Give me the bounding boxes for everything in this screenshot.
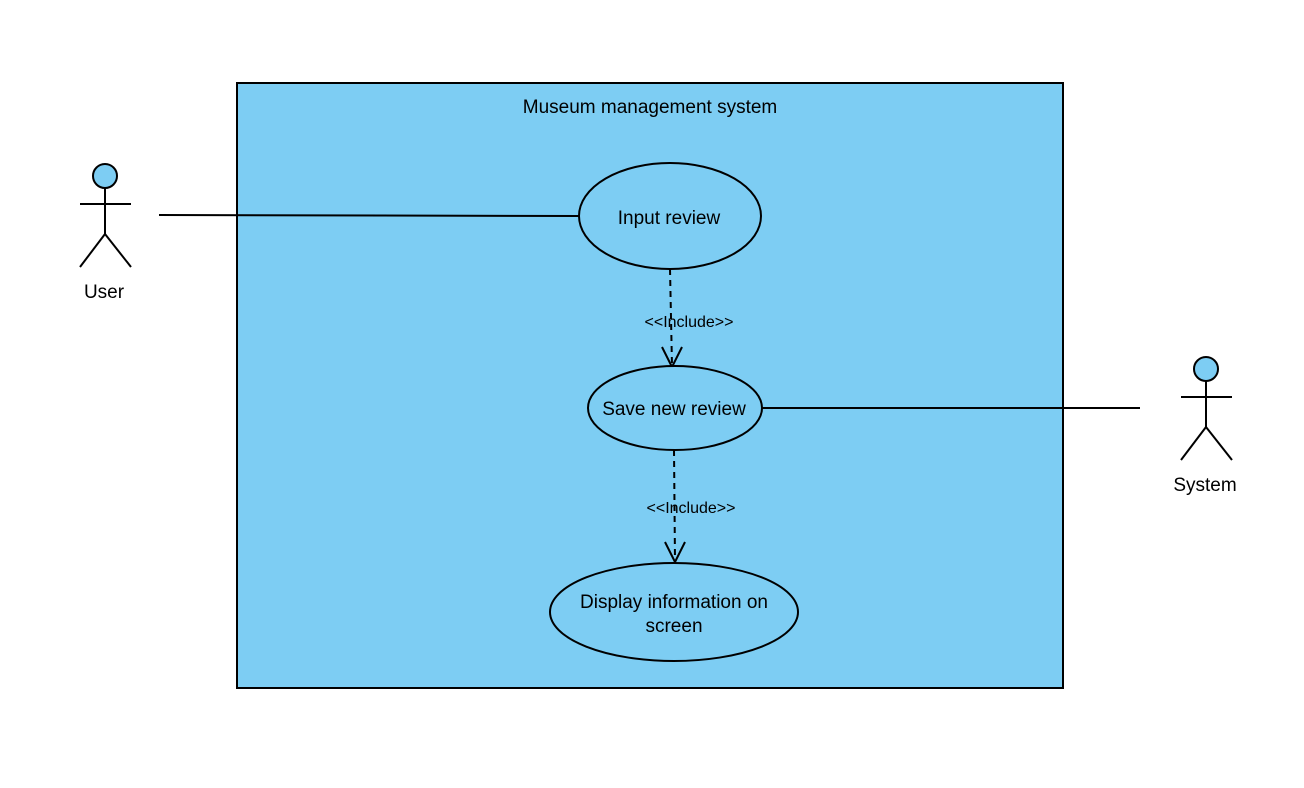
use-case-ellipse [549, 562, 799, 662]
use-case-label: Save new review [602, 399, 746, 420]
actor-user[interactable]: User [79, 163, 132, 303]
use-case-display-information[interactable]: Display information on screen [549, 562, 799, 662]
include-label: <<Include>> [647, 500, 736, 517]
include-label: <<Include>> [645, 314, 734, 331]
association-user-input-review [158, 214, 580, 217]
use-case-input-review[interactable]: Input review [578, 162, 762, 270]
stick-figure-icon [1180, 356, 1233, 461]
include-line [673, 449, 676, 562]
system-boundary-title: Museum management system [523, 97, 778, 118]
use-case-label: Input review [618, 208, 721, 229]
stick-figure-icon [79, 163, 132, 268]
use-case-ellipse [587, 365, 763, 451]
include-line [669, 268, 673, 367]
actor-label: System [1173, 475, 1236, 496]
use-case-label-line-2: screen [645, 616, 702, 637]
use-case-ellipse [578, 162, 762, 270]
include-save-to-display: <<Include>> [647, 449, 736, 565]
actor-system[interactable]: System [1173, 356, 1237, 496]
use-case-save-new-review[interactable]: Save new review [587, 365, 763, 451]
include-arrowhead [664, 541, 686, 565]
use-case-label-line-1: Display information on [580, 592, 768, 613]
actor-label: User [84, 282, 125, 303]
